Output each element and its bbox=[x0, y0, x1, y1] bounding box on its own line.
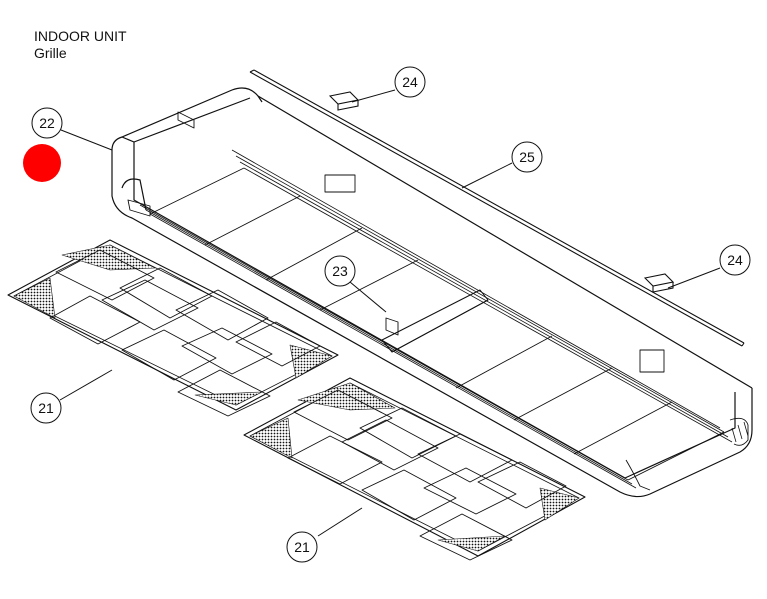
callout-24-upper: 24 bbox=[394, 66, 426, 98]
diagram-title: INDOOR UNIT bbox=[34, 28, 127, 44]
clip-lower bbox=[643, 273, 675, 293]
grille-frame bbox=[111, 87, 753, 498]
callout-label: 21 bbox=[294, 539, 310, 555]
air-filter-right bbox=[243, 377, 586, 561]
leader-lines bbox=[59, 89, 721, 537]
callout-21-right: 21 bbox=[286, 531, 318, 563]
callout-label: 24 bbox=[402, 74, 418, 90]
horizontal-strip bbox=[249, 69, 745, 347]
diagram-header: INDOOR UNIT Grille bbox=[34, 28, 127, 62]
callout-label: 24 bbox=[727, 252, 743, 268]
callout-21-left: 21 bbox=[30, 392, 62, 424]
callout-label: 23 bbox=[332, 263, 348, 279]
callout-22: 22 bbox=[31, 107, 63, 139]
callout-24-lower: 24 bbox=[719, 244, 751, 276]
diagram-subtitle: Grille bbox=[34, 45, 67, 61]
callout-label: 21 bbox=[38, 400, 54, 416]
callout-23: 23 bbox=[324, 255, 356, 287]
callout-25: 25 bbox=[511, 141, 543, 173]
red-marker bbox=[23, 144, 61, 182]
callout-label: 22 bbox=[39, 115, 55, 131]
callout-label: 25 bbox=[519, 149, 535, 165]
air-filter-left bbox=[7, 239, 339, 417]
